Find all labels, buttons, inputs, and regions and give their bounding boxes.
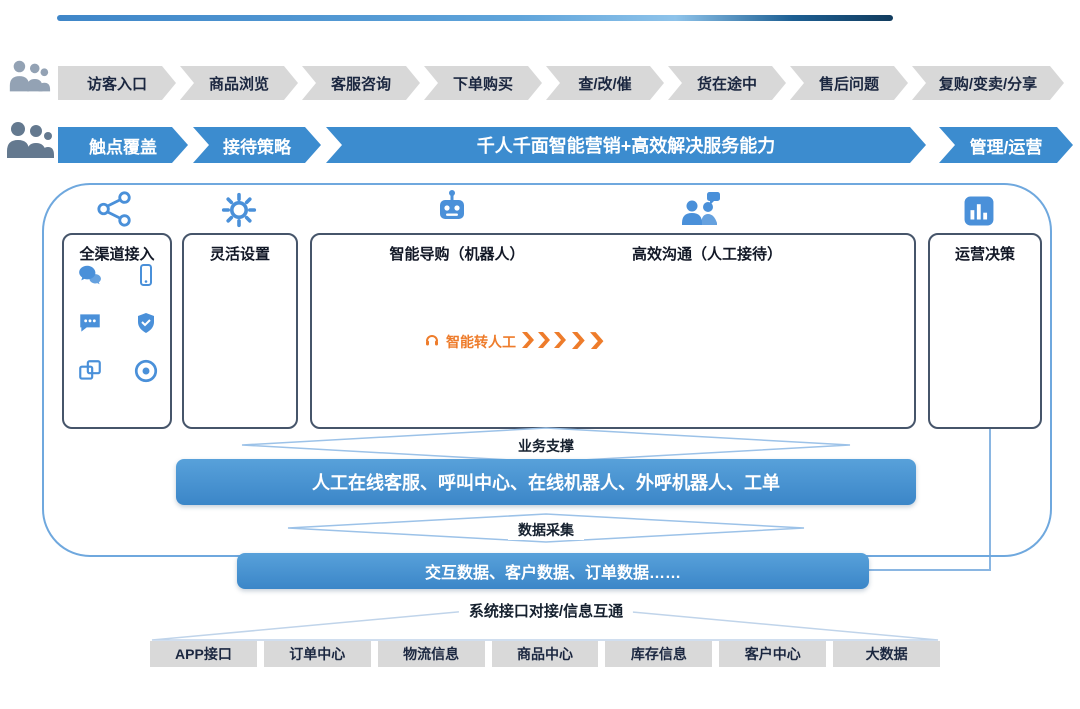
service-capability-bar: 人工在线客服、呼叫中心、在线机器人、外呼机器人、工单 [176, 459, 916, 505]
support-label: 业务支撑 [508, 436, 584, 456]
collect-label: 数据采集 [508, 520, 584, 540]
column-title-robot-guide: 智能导购（机器人） [389, 246, 525, 263]
system-box-app: APP接口 [150, 641, 257, 667]
system-box-logistics: 物流信息 [377, 641, 485, 667]
journey-stage-transit: 货在途中 [668, 66, 786, 100]
column-channel-access: 全渠道接入 [62, 233, 172, 429]
handoff-icon [424, 332, 440, 351]
ops-data-connector-vertical [989, 429, 991, 571]
visitors-icon [6, 56, 52, 105]
column-title: 运营决策 [954, 246, 1015, 263]
system-box-bigdata: 大数据 [833, 641, 941, 667]
data-bar: 交互数据、客户数据、订单数据…… [237, 553, 869, 589]
system-box-customer: 客户中心 [719, 641, 827, 667]
interface-label: 系统接口对接/信息互通 [458, 600, 634, 621]
top-gradient-line [57, 15, 893, 21]
journey-stage-modify: 查/改/催 [546, 66, 664, 100]
journey-stage-repurchase: 复购/变卖/分享 [912, 66, 1064, 100]
column-title: 灵活设置 [209, 246, 270, 263]
smart-to-human-transfer: 智能转人工 [424, 331, 614, 352]
gear-icon [221, 192, 257, 233]
band-segment-strategy: 接待策略 [193, 127, 321, 163]
ops-data-connector-horizontal [869, 569, 991, 571]
journey-stage-aftersale: 售后问题 [790, 66, 908, 100]
taobao-icon [133, 358, 159, 384]
column-title-human-reception: 高效沟通（人工接待） [631, 246, 782, 263]
weibo-icon [133, 310, 159, 336]
band-segment-management: 管理/运营 [939, 127, 1073, 163]
column-flexible-settings: 灵活设置 [182, 233, 298, 429]
sms-icon [77, 310, 103, 336]
column-ops-decision: 运营决策 [928, 233, 1042, 429]
system-box-inventory: 库存信息 [605, 641, 713, 667]
miniprogram-icon [77, 358, 103, 384]
orange-chevrons-icon [522, 331, 614, 352]
merchants-icon [2, 118, 54, 169]
capability-band: 触点覆盖 接待策略 千人千面智能营销+高效解决服务能力 管理/运营 [58, 127, 1073, 163]
system-box-order: 订单中心 [263, 641, 371, 667]
channel-access-icon [96, 190, 134, 233]
column-smart-service: 智能导购（机器人） 高效沟通（人工接待） [310, 233, 916, 429]
transfer-label: 智能转人工 [446, 333, 516, 350]
customer-journey-row: 访客入口 商品浏览 客服咨询 下单购买 查/改/催 货在途中 售后问题 复购/变… [58, 66, 1064, 100]
journey-stage-browse: 商品浏览 [180, 66, 298, 100]
system-box-product: 商品中心 [491, 641, 599, 667]
mobile-app-icon [133, 262, 159, 288]
journey-stage-order: 下单购买 [424, 66, 542, 100]
backend-systems-row: APP接口 订单中心 物流信息 商品中心 库存信息 客户中心 大数据 [150, 641, 941, 667]
column-title: 全渠道接入 [79, 246, 155, 263]
band-segment-capability: 千人千面智能营销+高效解决服务能力 [326, 127, 926, 163]
ops-chart-icon [962, 194, 996, 233]
channel-icons-grid [74, 262, 162, 384]
interface-triangle-shape [151, 603, 939, 641]
human-agents-icon [678, 190, 722, 235]
band-segment-touchpoint: 触点覆盖 [58, 127, 188, 163]
journey-stage-consult: 客服咨询 [302, 66, 420, 100]
robot-icon [432, 188, 472, 233]
journey-stage-visitor: 访客入口 [58, 66, 176, 100]
wechat-icon [77, 262, 103, 288]
